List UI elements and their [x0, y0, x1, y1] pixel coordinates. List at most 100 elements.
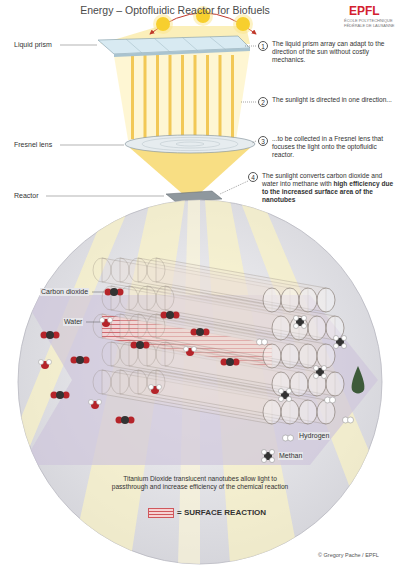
light-rod — [231, 55, 234, 139]
nanotube-back — [111, 258, 129, 282]
h2o-molecule — [149, 385, 162, 395]
nanotube-end — [317, 400, 335, 424]
leader-line — [60, 145, 124, 146]
part-label: Liquid prism — [14, 41, 52, 49]
h2o-molecule — [184, 347, 197, 357]
nanotube-end — [317, 288, 335, 312]
co2-molecule — [191, 328, 210, 336]
callout-number-text: 1 — [261, 43, 265, 50]
co2-molecule — [71, 356, 90, 364]
molecule-label: Methan — [278, 452, 303, 460]
step-note: The liquid prism array can adapt to the … — [272, 40, 396, 64]
nanotube-back — [156, 286, 174, 310]
nanotube-back — [147, 370, 165, 394]
nanotube-back — [93, 370, 111, 394]
sun — [236, 17, 250, 31]
leader-line — [60, 45, 97, 46]
nanotube-end — [263, 344, 281, 368]
co2-molecule — [41, 331, 60, 339]
step-note: The sunlight is directed in one directio… — [272, 96, 392, 104]
h2o-molecule — [89, 400, 102, 410]
co2-molecule — [131, 341, 150, 349]
h2-molecule — [343, 417, 354, 423]
sun — [156, 17, 170, 31]
prism-ridge — [210, 37, 226, 50]
fresnel-lens — [125, 135, 255, 153]
nanotube-end — [299, 288, 317, 312]
nanotube-back — [129, 314, 147, 338]
magnified-content — [20, 200, 390, 564]
nanotube-bundle — [93, 258, 344, 424]
h2o-molecule — [39, 360, 52, 370]
step-note: ...to be collected in a Fresnel lens tha… — [272, 135, 396, 159]
light-rod — [219, 55, 222, 139]
part-label: Fresnel lens — [14, 141, 52, 149]
light-rod — [194, 55, 197, 139]
ch4-molecule — [334, 336, 347, 349]
legend-text: = SURFACE REACTION — [177, 508, 266, 518]
ch4-molecule — [279, 389, 292, 402]
callout-number-text: 2 — [261, 99, 265, 106]
molecules — [39, 288, 354, 463]
ch4-molecule — [294, 316, 307, 329]
legend-swatch — [148, 508, 174, 518]
h2-molecule — [325, 397, 336, 403]
nanotube-back — [129, 370, 147, 394]
callout-number-text: 4 — [251, 174, 255, 181]
nanotube-note: Titanium Dioxide translucent nanotubes a… — [108, 475, 292, 491]
nanotube-back — [129, 258, 147, 282]
callout-number-text: 3 — [261, 138, 265, 145]
light-glow — [114, 50, 250, 140]
co2-molecule — [116, 416, 135, 424]
nanotube-end — [308, 316, 326, 340]
leader-line — [86, 322, 100, 323]
lens-ring — [142, 137, 238, 150]
nanotube-end — [299, 344, 317, 368]
callout-number: 2 — [258, 97, 268, 107]
lens-ring — [160, 140, 220, 148]
co2-molecule — [105, 288, 124, 296]
ch4-molecule — [314, 366, 327, 379]
nanotube-back — [156, 342, 174, 366]
diagram-title: Energy – Optofluidic Reactor for Biofuel… — [20, 4, 330, 16]
molecule-label: Hydrogen — [298, 432, 330, 440]
nanotube-back — [111, 370, 129, 394]
nanotube-back — [147, 258, 165, 282]
h2-molecule — [257, 339, 268, 345]
nanotube-back — [93, 258, 111, 282]
light-rod — [169, 55, 172, 139]
prism-ridge — [154, 38, 170, 52]
light-rod — [156, 55, 159, 139]
molecule-label: Carbon dioxide — [40, 288, 89, 296]
leader-line — [92, 292, 104, 293]
callout-line — [220, 181, 248, 194]
lens-ring — [176, 142, 204, 146]
nanotube — [156, 370, 326, 424]
nanotube-end — [281, 400, 299, 424]
light-rod — [181, 55, 184, 139]
nanotube-end — [326, 372, 344, 396]
callout-line — [240, 102, 256, 103]
light-rod — [144, 55, 147, 139]
molecule-label: Water — [63, 318, 83, 326]
nanotube-end — [290, 316, 308, 340]
copyright: © Gregory Pache / EPFL — [318, 552, 379, 559]
part-label: Reactor — [14, 192, 39, 200]
logo: EPFL — [349, 5, 380, 18]
light-rod — [131, 55, 134, 139]
callout-number: 3 — [258, 136, 268, 146]
nanotube-end — [317, 344, 335, 368]
co2-molecule — [161, 311, 180, 319]
sun-glow — [153, 14, 173, 34]
focus-cone — [130, 148, 250, 196]
nanotube-end — [263, 400, 281, 424]
legend-item: = SURFACE REACTION — [148, 508, 266, 518]
liquid-prism-edge — [114, 48, 250, 57]
magnified-view — [18, 200, 382, 564]
logo-subtitle: ÉCOLE POLYTECHNIQUE FÉDÉRALE DE LAUSANNE — [344, 19, 396, 28]
sun-glow — [233, 14, 253, 34]
nanotube-end — [290, 372, 308, 396]
nanotube-back — [120, 286, 138, 310]
nanotube-end — [281, 344, 299, 368]
fuel-drop — [352, 366, 365, 393]
